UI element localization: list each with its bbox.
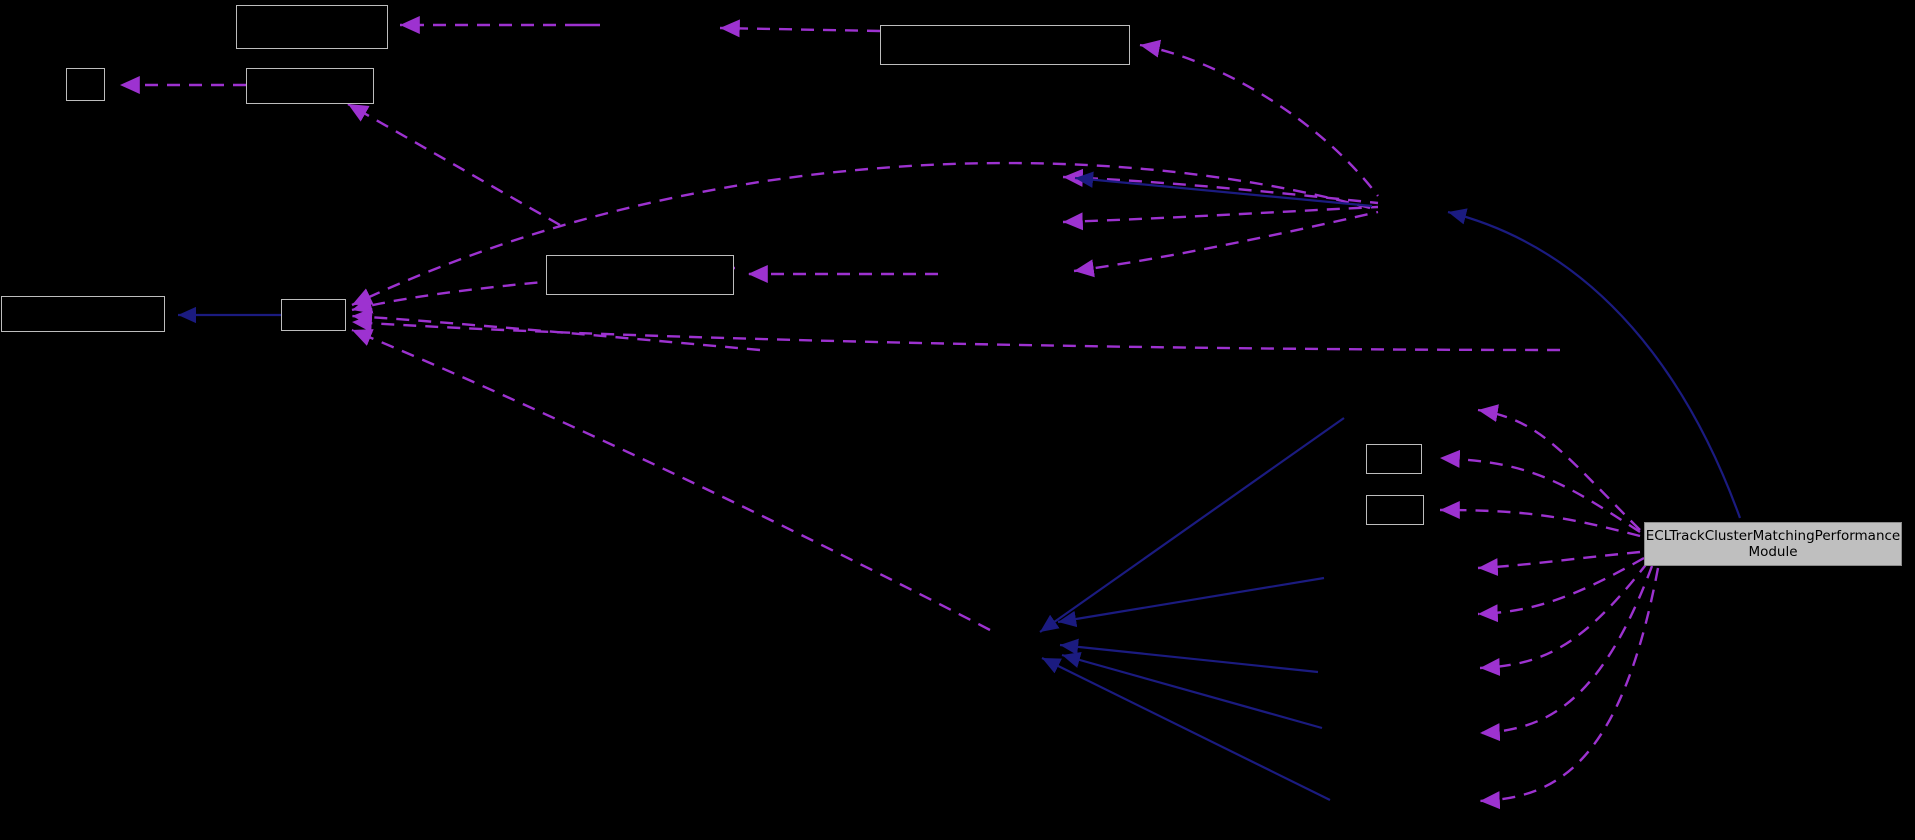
edge-dashed	[719, 19, 881, 38]
dashed-edge-group	[120, 16, 1660, 810]
node-focus-label: ECLTrackClusterMatchingPerformance Modul…	[1645, 528, 1901, 560]
edge-dashed	[1439, 449, 1641, 534]
edge-dashed	[1073, 210, 1379, 278]
node-far-left[interactable]	[1, 296, 165, 332]
edge-solid	[1447, 208, 1742, 519]
edge-dashed	[1477, 404, 1641, 531]
edge-dashed	[1139, 39, 1379, 197]
edge-solid	[1039, 417, 1345, 633]
edge-dashed	[1479, 561, 1649, 676]
edge-dashed	[351, 161, 1371, 307]
edge-solid	[1059, 638, 1319, 674]
edge-solid	[1074, 171, 1373, 208]
edge-dashed	[1439, 501, 1641, 538]
edge-solid	[1041, 657, 1331, 801]
edge-dashed	[1062, 168, 1379, 205]
node-hub[interactable]	[281, 299, 346, 331]
node-top-left[interactable]	[236, 5, 388, 49]
node-middle[interactable]	[546, 255, 734, 295]
edge-dashed	[347, 102, 561, 227]
node-left-second[interactable]	[246, 68, 374, 104]
edge-dashed	[351, 314, 1561, 352]
edge-dashed	[1479, 567, 1660, 810]
node-small-upper[interactable]	[1366, 444, 1422, 474]
edge-dashed	[1062, 205, 1379, 231]
node-small-lower[interactable]	[1366, 495, 1424, 525]
edge-solid	[1061, 651, 1323, 730]
edge-dashed	[351, 328, 991, 632]
edge-dashed	[351, 308, 761, 352]
edge-dashed	[1477, 550, 1641, 577]
node-top-middle[interactable]	[880, 25, 1130, 65]
edge-dashed	[1479, 565, 1654, 742]
solid-edge-group	[178, 171, 1742, 801]
node-focus-ecltrackclustermatchingperformancemodule[interactable]: ECLTrackClusterMatchingPerformance Modul…	[1644, 522, 1902, 566]
node-left-small[interactable]	[66, 68, 105, 101]
edge-dashed	[1477, 556, 1645, 623]
edge-solid	[1057, 576, 1325, 628]
